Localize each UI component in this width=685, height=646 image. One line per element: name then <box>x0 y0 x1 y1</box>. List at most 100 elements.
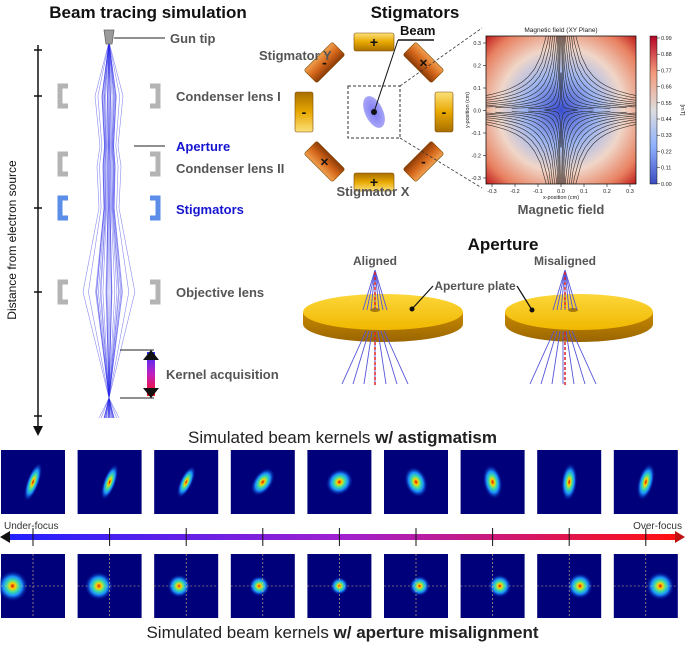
svg-text:-0.2: -0.2 <box>472 154 481 160</box>
misalignment-kernel-1 <box>0 554 65 618</box>
objective-lens-label: Objective lens <box>176 285 264 300</box>
svg-text:0.3: 0.3 <box>626 189 634 195</box>
colorbar-ticks: 0.99 0.88 0.77 0.66 0.55 0.44 0.33 0.22 0.11 0.00 <box>657 36 672 188</box>
svg-text:0.55: 0.55 <box>661 101 672 107</box>
misalignment-caption-bold: w/ aperture misalignment <box>333 623 539 642</box>
svg-text:-0.3: -0.3 <box>472 176 481 182</box>
aperture-plate-label: Aperture plate <box>434 279 516 293</box>
under-focus-label: Under-focus <box>4 521 58 532</box>
field-streamlines <box>486 36 636 184</box>
misalignment-kernel-3 <box>154 554 219 618</box>
svg-text:0.77: 0.77 <box>661 68 672 74</box>
svg-text:+: + <box>370 174 378 190</box>
coil-bottom-right: - <box>403 141 444 182</box>
svg-text:-0.3: -0.3 <box>487 189 496 195</box>
colorbar-unit: [mT] <box>679 105 685 116</box>
colorbar <box>649 35 658 185</box>
focus-gradient-bar <box>8 534 676 540</box>
stigmators-title: Stigmators <box>371 3 460 22</box>
misalignment-kernel-5 <box>307 554 372 618</box>
astigmatism-kernel-6 <box>384 450 448 514</box>
aperture-title: Aperture <box>468 235 539 254</box>
magnetic-field-panel: Magnetic field (XY Plane) -0.3 -0.2 -0.1 0.… <box>465 27 685 217</box>
svg-text:0.1: 0.1 <box>473 86 481 92</box>
coil-top-right: × <box>403 42 444 83</box>
svg-text:-: - <box>302 104 307 120</box>
svg-text:×: × <box>320 154 328 170</box>
misalignment-kernel-2 <box>77 554 142 618</box>
stigmator-y-label: Stigmator Y <box>259 48 332 63</box>
coil-right: - <box>434 91 454 133</box>
stigmators-panel: Stigmators + + - - - × × - Beam Stigmator Y Sti… <box>259 3 483 199</box>
focus-ticks <box>32 528 647 546</box>
svg-text:0.99: 0.99 <box>661 36 672 42</box>
magnetic-field-plot-title: Magnetic field (XY Plane) <box>524 27 597 34</box>
beam-label: Beam <box>400 23 435 38</box>
astigmatism-kernel-9 <box>613 450 678 514</box>
coil-bottom: + <box>353 172 395 192</box>
astigmatism-kernel-5 <box>307 450 372 514</box>
svg-text:-: - <box>442 104 447 120</box>
condenser-lens-2-label: Condenser lens II <box>176 161 284 176</box>
svg-text:0.2: 0.2 <box>603 189 611 195</box>
misalignment-kernel-8 <box>537 554 602 618</box>
gun-tip-label: Gun tip <box>170 31 216 46</box>
svg-text:0.44: 0.44 <box>661 117 672 123</box>
stigmators-label: Stigmators <box>176 202 244 217</box>
svg-text:-0.2: -0.2 <box>510 189 519 195</box>
coil-top-left: - <box>304 42 345 83</box>
svg-text:-0.1: -0.1 <box>533 189 542 195</box>
lens-bracket-right <box>150 151 161 177</box>
svg-text:0.33: 0.33 <box>661 133 672 139</box>
magnetic-field-ylabel: y-position (cm) <box>465 92 471 128</box>
svg-text:-: - <box>322 55 327 71</box>
lens-bracket-left <box>57 83 68 109</box>
lens-brackets <box>57 83 161 305</box>
field-y-ticks: 0.30.20.10.0-0.1-0.2-0.3 <box>472 41 486 182</box>
svg-text:0.66: 0.66 <box>661 85 672 91</box>
astigmatism-kernel-1 <box>1 450 65 514</box>
astigmatism-caption-prefix: Simulated beam kernels <box>188 428 376 447</box>
svg-text:+: + <box>370 34 378 50</box>
svg-text:×: × <box>419 55 427 71</box>
beam-tracing-panel: Beam tracing simulation Distance from el… <box>5 3 284 436</box>
stigmator-coils: + + - - - × × - <box>294 32 454 192</box>
magnetic-field-xlabel: x-position (cm) <box>543 195 579 201</box>
coil-bottom-left: × <box>304 141 345 182</box>
kernel-acquisition-bar <box>147 352 155 396</box>
svg-text:0.2: 0.2 <box>473 64 481 70</box>
misalignment-kernel-row <box>0 554 678 618</box>
svg-text:-: - <box>421 154 426 170</box>
aperture-label: Aperture <box>176 139 230 154</box>
aligned-beam-rays <box>341 269 409 386</box>
lens-bracket-right <box>150 195 161 221</box>
astigmatism-caption: Simulated beam kernels w/ astigmatism <box>0 428 685 448</box>
distance-axis-label: Distance from electron source <box>5 160 19 320</box>
misalignment-kernel-4 <box>230 554 295 618</box>
svg-text:0.22: 0.22 <box>661 149 672 155</box>
svg-text:0.3: 0.3 <box>473 41 481 47</box>
misaligned-label: Misaligned <box>534 254 596 268</box>
misalignment-kernel-7 <box>460 554 525 618</box>
beam-tracing-title: Beam tracing simulation <box>49 3 246 22</box>
misalignment-kernel-6 <box>384 554 448 618</box>
coil-left: - <box>294 91 314 133</box>
misalignment-caption-prefix: Simulated beam kernels <box>146 623 334 642</box>
condenser-lens-1-label: Condenser lens I <box>176 89 281 104</box>
astigmatism-kernel-3 <box>154 450 219 514</box>
coil-top: + <box>353 32 395 52</box>
kernel-acquisition-label: Kernel acquisition <box>166 367 279 382</box>
misalignment-kernel-9 <box>613 554 678 618</box>
svg-text:0.11: 0.11 <box>661 166 671 172</box>
kernels-panel: Under-focus Over-focus <box>0 450 685 618</box>
misaligned-beam-rays <box>529 269 597 386</box>
svg-text:0.00: 0.00 <box>661 182 672 188</box>
svg-text:0.88: 0.88 <box>661 52 672 58</box>
lens-bracket-left <box>57 195 68 221</box>
over-focus-label: Over-focus <box>633 521 682 532</box>
astigmatism-caption-bold: w/ astigmatism <box>375 428 497 447</box>
aligned-label: Aligned <box>353 254 397 268</box>
astigmatism-kernel-row <box>1 450 678 514</box>
stigmator-x-label: Stigmator X <box>337 184 410 199</box>
